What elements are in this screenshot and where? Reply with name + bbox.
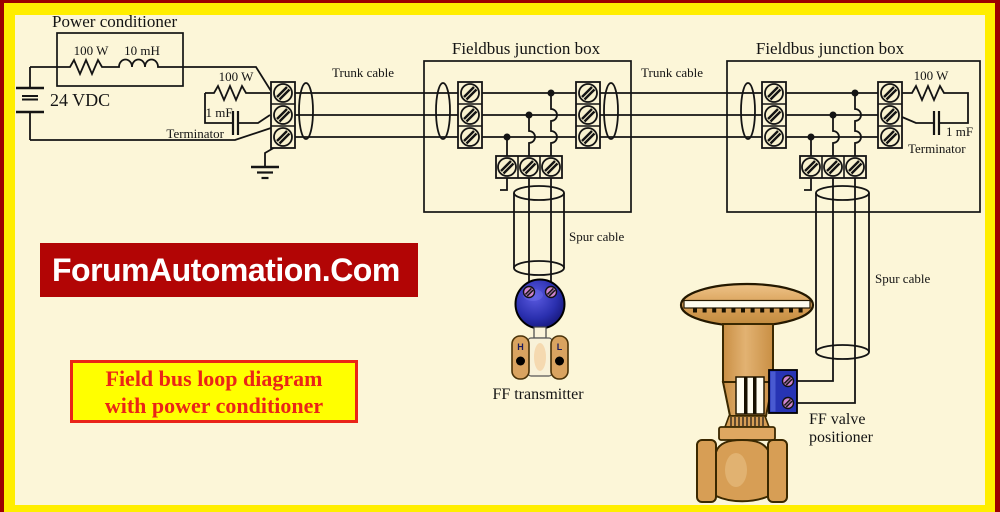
wire-battery-return — [30, 127, 272, 141]
transmitter-port-h-label: H — [517, 342, 524, 352]
junction-box-1-wires — [482, 92, 576, 156]
trunk-cable-1-sheath — [298, 82, 451, 140]
supply-voltage-label: 24 VDC — [50, 90, 110, 110]
transmitter-terminal-screw — [522, 285, 536, 299]
valve-packing-flange — [718, 426, 776, 441]
wiring — [16, 57, 969, 404]
spur-cable-1-conductors — [500, 178, 552, 288]
valve-bonnet — [723, 415, 771, 428]
actuator-bolts — [693, 307, 803, 313]
terminator-left-capacitor-label: 1 mF — [205, 105, 232, 120]
ground-symbol — [251, 145, 279, 180]
valve-yoke-column — [722, 323, 774, 383]
terminal-block-power-end — [271, 82, 295, 148]
valve-flange-right — [767, 439, 788, 503]
spur-cable-2-sheath — [815, 185, 870, 360]
positioner-terminal-screw — [781, 396, 795, 410]
caption-line-1: Field bus loop diagram — [105, 366, 323, 391]
terminator-right-resistor-label: 100 W — [914, 68, 950, 83]
control-valve — [679, 282, 815, 503]
junction-box-2-wires — [786, 92, 878, 156]
pc-resistor-label: 100 W — [74, 43, 110, 58]
brand-banner: ForumAutomation.Com — [40, 243, 418, 297]
junction-box-2-label: Fieldbus junction box — [756, 39, 905, 58]
junction-box-1-label: Fieldbus junction box — [452, 39, 601, 58]
positioner-terminal-screw — [781, 374, 795, 388]
junction-box-2-left-terminal-block — [762, 82, 786, 148]
trunk-cable-1-label: Trunk cable — [332, 65, 394, 80]
power-conditioner-box — [56, 32, 184, 87]
terminator-left-resistor-label: 100 W — [219, 69, 255, 84]
terminator-right-capacitor-label: 1 mF — [946, 124, 973, 139]
trunk-cable-1-conductors — [295, 92, 458, 138]
battery-24vdc — [16, 67, 44, 140]
spur-cable-1-label: Spur cable — [569, 229, 624, 244]
junction-box-2-spur-terminal-block — [800, 156, 866, 178]
ff-transmitter: H L — [511, 278, 569, 380]
spur-cable-2-label: Spur cable — [875, 271, 930, 286]
junction-box-1-spur-terminal-block — [496, 156, 562, 178]
terminator-left-symbol — [204, 83, 271, 135]
trunk-cable-2-sheath — [603, 82, 756, 140]
valve-flange-left — [696, 439, 717, 503]
caption-line-2: with power conditioner — [104, 393, 324, 418]
ff-valve-positioner-label-line1: FF valve — [809, 411, 865, 428]
junction-box-2-right-terminal-block — [878, 82, 902, 148]
transmitter-port-l-label: L — [557, 342, 563, 352]
spur-cable-1-sheath — [513, 185, 565, 276]
transmitter-neck — [533, 326, 547, 339]
pc-inductor-and-wire — [108, 58, 272, 92]
trunk-cable-2-conductors — [600, 92, 762, 138]
terminator-right-label: Terminator — [908, 141, 966, 156]
trunk-cable-2-label: Trunk cable — [641, 65, 703, 80]
junction-box-1 — [423, 60, 632, 213]
power-conditioner-label: Power conditioner — [52, 12, 177, 31]
terminator-right-symbol — [901, 83, 969, 135]
valve-stem-window — [735, 376, 765, 415]
transmitter-terminal-screw — [544, 285, 558, 299]
spur-cable-2-conductors — [795, 178, 856, 404]
transmitter-head — [514, 278, 566, 330]
pc-inductor-label: 10 mH — [124, 43, 160, 58]
pc-resistor-symbol — [64, 57, 108, 77]
junction-box-1-left-terminal-block — [458, 82, 482, 148]
ff-valve-positioner-label-line2: positioner — [809, 429, 874, 446]
ff-valve-positioner — [768, 369, 798, 414]
brand-banner-text: ForumAutomation.Com — [52, 251, 400, 288]
junction-box-1-right-terminal-block — [576, 82, 600, 148]
junction-box-2 — [726, 60, 981, 213]
diagram-caption: Field bus loop diagram with power condit… — [70, 360, 358, 423]
junction-dots — [503, 89, 859, 141]
terminator-left-label: Terminator — [166, 126, 224, 141]
ff-transmitter-label: FF transmitter — [492, 386, 584, 403]
